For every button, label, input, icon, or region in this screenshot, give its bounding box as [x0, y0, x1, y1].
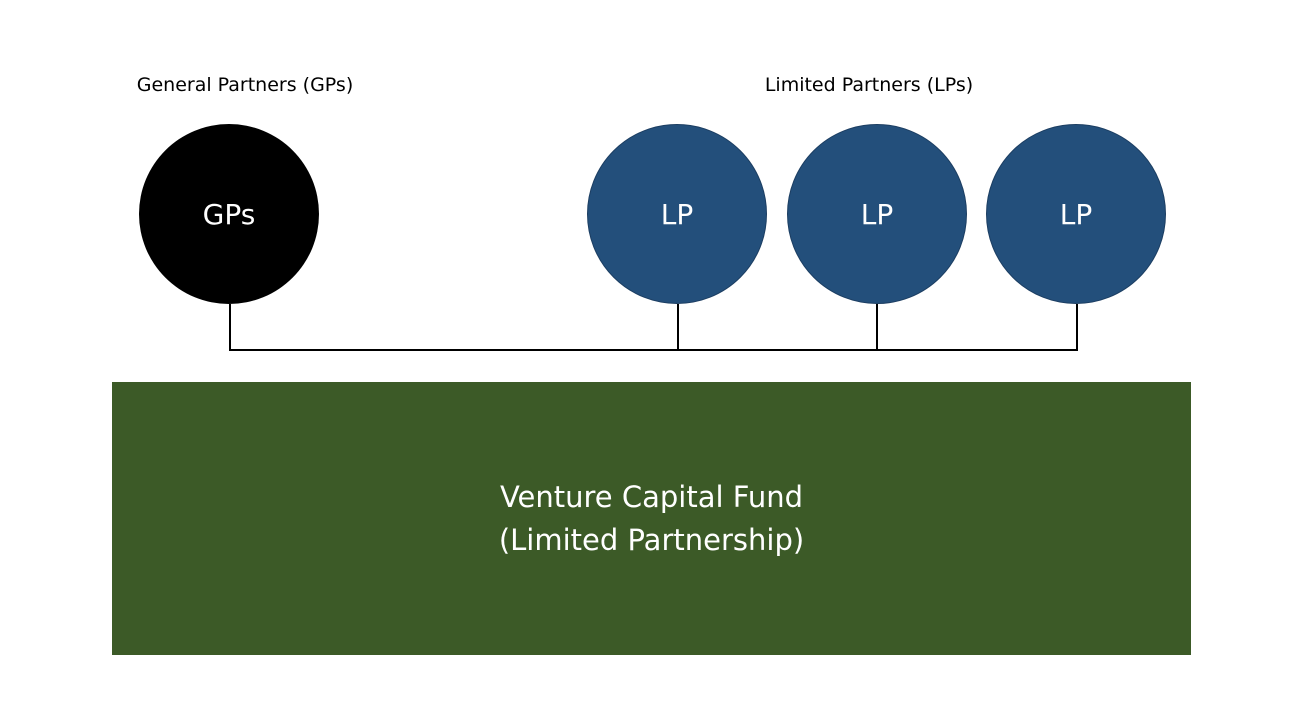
lp-node-1: LP [587, 124, 767, 304]
gp-node: GPs [139, 124, 319, 304]
fund-title: Venture Capital Fund [499, 479, 804, 514]
lp-node-label: LP [1059, 197, 1093, 231]
lp-node-2: LP [787, 124, 967, 304]
fund-subtitle: (Limited Partnership) [498, 522, 805, 557]
gp-node-label: GPs [202, 197, 256, 231]
general-partners-label: General Partners (GPs) [136, 74, 354, 96]
venture-capital-fund-box: Venture Capital Fund (Limited Partnershi… [112, 382, 1191, 655]
lp-node-label: LP [660, 197, 694, 231]
lp-node-label: LP [860, 197, 894, 231]
lp-node-3: LP [986, 124, 1166, 304]
limited-partners-label: Limited Partners (LPs) [764, 74, 974, 96]
